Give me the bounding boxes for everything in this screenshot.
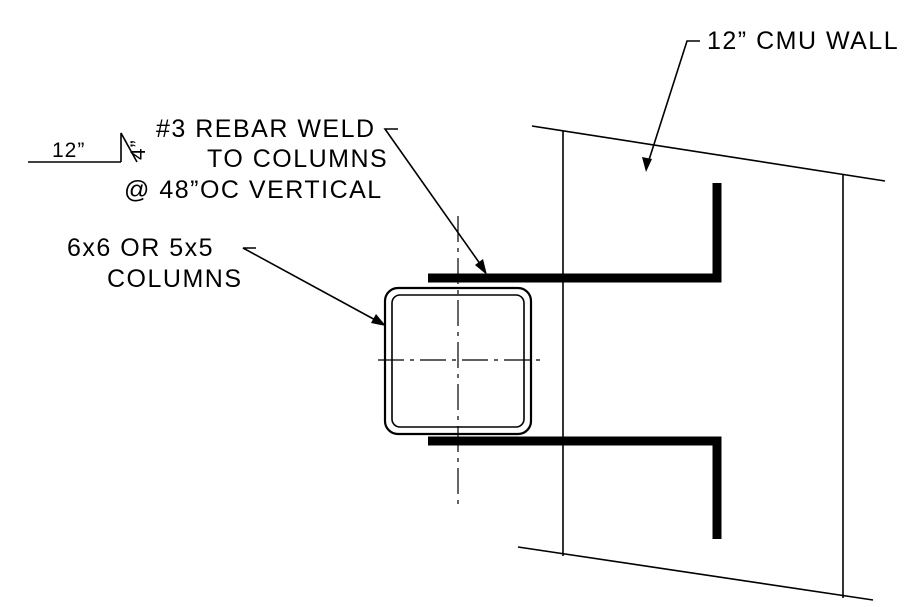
columns-label-line2: COLUMNS	[107, 265, 243, 293]
rebar	[428, 183, 722, 539]
weld-size-label: 4”	[127, 139, 150, 160]
leaders	[242, 40, 700, 326]
tube-column	[378, 216, 540, 505]
cmu-wall-leader-arrow	[642, 157, 652, 172]
rebar-leader-arrow	[475, 259, 487, 275]
columns-leader	[242, 247, 380, 323]
rebar-upper	[428, 183, 722, 283]
columns-label-line1: 6x6 OR 5x5	[67, 234, 214, 262]
rebar-lower	[428, 436, 722, 539]
rebar-leader	[383, 128, 484, 269]
wall-top-edge	[531, 125, 886, 182]
cmu-wall-leader	[647, 40, 700, 164]
weld-length-label: 12”	[52, 139, 85, 162]
wall-bottom-edge	[517, 546, 874, 601]
annotations: 12” CMU WALL #3 REBAR WELD TO COLUMNS @ …	[67, 27, 899, 293]
columns-leader-arrow	[371, 314, 386, 326]
rebar-label-line3: @ 48”OC VERTICAL	[124, 176, 383, 204]
rebar-label-line2: TO COLUMNS	[207, 145, 388, 173]
fillet-weld-glyph	[120, 132, 138, 163]
cmu-wall-label: 12” CMU WALL	[707, 27, 899, 55]
cmu-wall	[517, 125, 886, 601]
rebar-label-line1: #3 REBAR WELD	[156, 115, 376, 143]
weld-symbol: 12” 4”	[28, 132, 150, 163]
